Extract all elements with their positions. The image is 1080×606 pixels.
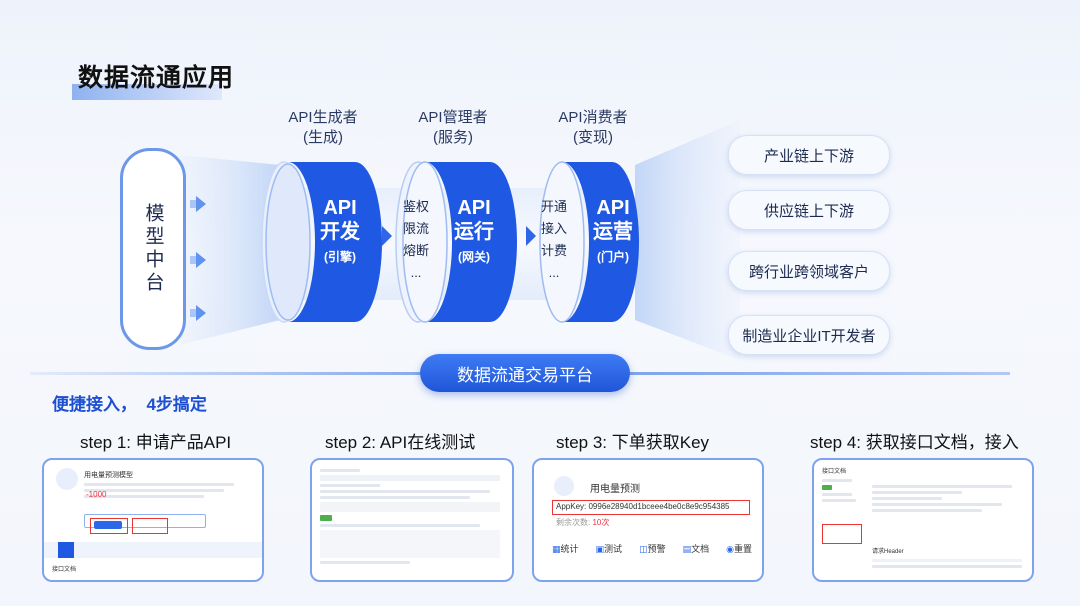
arrow-tail xyxy=(190,200,196,208)
highlight-box xyxy=(822,524,862,544)
source-label: 模型中台 xyxy=(142,203,164,295)
funnel-right xyxy=(635,120,740,360)
screenshot-card-2 xyxy=(310,458,514,582)
card1-title: 用电量预测模型 xyxy=(84,472,133,479)
cyl-sub: (引擎) xyxy=(324,250,356,264)
nav-logo xyxy=(58,542,74,558)
screenshot-card-1: 用电量预测模型 -1000 接口文档 xyxy=(42,458,264,582)
cylinder-cap xyxy=(402,161,448,323)
role-sub: (变现) xyxy=(573,129,613,146)
cyl-line2: 运营 xyxy=(593,221,633,243)
arrow-right-icon xyxy=(196,252,206,268)
role-producer: API生成者 (生成) xyxy=(268,108,378,148)
feature: 限流 xyxy=(402,221,429,236)
appkey-text: AppKey: 0996e28940d1bceee4be0c8e9c954385 xyxy=(556,502,730,511)
feature: ... xyxy=(548,265,560,280)
target-pill: 供应链上下游 xyxy=(728,190,890,230)
role-manager: API管理者 (服务) xyxy=(398,108,508,148)
cyl-line1: API xyxy=(457,197,491,219)
appkey-highlight xyxy=(552,500,750,515)
card4-tab[interactable]: 接口文档 xyxy=(822,469,847,475)
cylinder-dev: API 开发 (引擎) xyxy=(300,196,380,265)
cylinder-body xyxy=(425,162,517,322)
step-1-label: step 1: 申请产品API xyxy=(80,433,232,452)
target-pill: 产业链上下游 xyxy=(728,135,890,175)
product-icon xyxy=(554,476,574,496)
role-sub: (服务) xyxy=(433,129,473,146)
card1-desc xyxy=(84,480,244,501)
arrow-right-icon xyxy=(196,196,206,212)
action-test[interactable]: ▣测试 xyxy=(595,544,623,554)
card1-price: -1000 xyxy=(86,490,107,499)
spec-select[interactable] xyxy=(84,514,206,528)
card1-tab[interactable]: 接口文档 xyxy=(52,567,77,573)
page-title: 数据流通应用 xyxy=(78,64,235,92)
gateway-features: 鉴权 限流 熔断 ... xyxy=(396,196,436,284)
remaining-count: 剩余次数: 10次 xyxy=(556,517,609,528)
apply-button[interactable] xyxy=(94,521,122,529)
count-value: 10次 xyxy=(592,518,610,527)
action-stats[interactable]: ▦统计 xyxy=(552,544,579,554)
doc-content xyxy=(872,482,1022,515)
product-icon xyxy=(56,468,78,490)
cylinder-cap xyxy=(539,161,585,323)
funnel-graphic xyxy=(180,120,740,360)
action-reset[interactable]: ◉重置 xyxy=(726,544,752,554)
step-2-label: step 2: API在线测试 xyxy=(325,433,476,452)
funnel-left xyxy=(180,155,280,345)
cyl-sub: (网关) xyxy=(458,250,490,264)
screenshot-card-4: 接口文档 请求Header xyxy=(812,458,1034,582)
card3-actions: ▦统计 ▣测试 ◫预警 ▤文档 ◉重置 xyxy=(552,542,752,555)
feature: 接入 xyxy=(540,221,567,236)
role-consumer: API消费者 (变现) xyxy=(538,108,648,148)
test-console xyxy=(320,466,500,567)
chevron-right-icon xyxy=(382,226,392,246)
cylinder-cap xyxy=(265,163,311,321)
highlight-box xyxy=(132,518,168,534)
target-pill: 制造业企业IT开发者 xyxy=(728,315,890,355)
platform-badge: 数据流通交易平台 xyxy=(420,354,630,392)
doc-section: 请求Header xyxy=(872,549,904,555)
doc-sidebar xyxy=(822,476,862,505)
cyl-line2: 开发 xyxy=(320,221,360,243)
arrow-tail xyxy=(190,256,196,264)
role-sub: (生成) xyxy=(303,129,343,146)
cyl-line1: API xyxy=(323,197,357,219)
screenshot-card-3: 用电量预测 AppKey: 0996e28940d1bceee4be0c8e9c… xyxy=(532,458,764,582)
feature: 开通 xyxy=(540,199,567,214)
feature: 熔断 xyxy=(402,243,429,258)
action-alert[interactable]: ◫预警 xyxy=(639,544,666,554)
card3-title: 用电量预测 xyxy=(590,484,640,495)
cyl-line1: API xyxy=(596,197,630,219)
role-name: API消费者 xyxy=(558,109,628,126)
portal-features: 开通 接入 计费 ... xyxy=(534,196,574,284)
target-pill: 跨行业跨领域客户 xyxy=(728,251,890,291)
source-pill: 模型中台 xyxy=(120,148,186,350)
cylinder-ops: API 运营 (门户) xyxy=(573,196,653,265)
step-4-label: step 4: 获取接口文档，接入 xyxy=(810,433,1019,452)
feature: ... xyxy=(410,265,422,280)
highlight-box xyxy=(90,518,128,534)
feature: 鉴权 xyxy=(402,199,429,214)
chevron-right-icon xyxy=(526,226,536,246)
cylinder-body xyxy=(562,162,639,322)
arrow-right-icon xyxy=(196,305,206,321)
action-doc[interactable]: ▤文档 xyxy=(682,544,710,554)
role-name: API管理者 xyxy=(418,109,488,126)
role-name: API生成者 xyxy=(288,109,358,126)
cyl-sub: (门户) xyxy=(597,250,629,264)
cylinder-run: API 运行 (网关) xyxy=(434,196,514,265)
card1-nav xyxy=(44,542,262,558)
arrow-tail xyxy=(190,309,196,317)
step-3-label: step 3: 下单获取Key xyxy=(556,433,710,452)
doc-table xyxy=(872,556,1022,571)
count-label: 剩余次数: xyxy=(556,518,593,527)
steps-heading: 便捷接入， 4步搞定 xyxy=(52,395,207,414)
cylinder-body xyxy=(288,162,382,322)
title-underline xyxy=(72,84,222,100)
feature: 计费 xyxy=(540,243,567,258)
cyl-line2: 运行 xyxy=(454,221,494,243)
